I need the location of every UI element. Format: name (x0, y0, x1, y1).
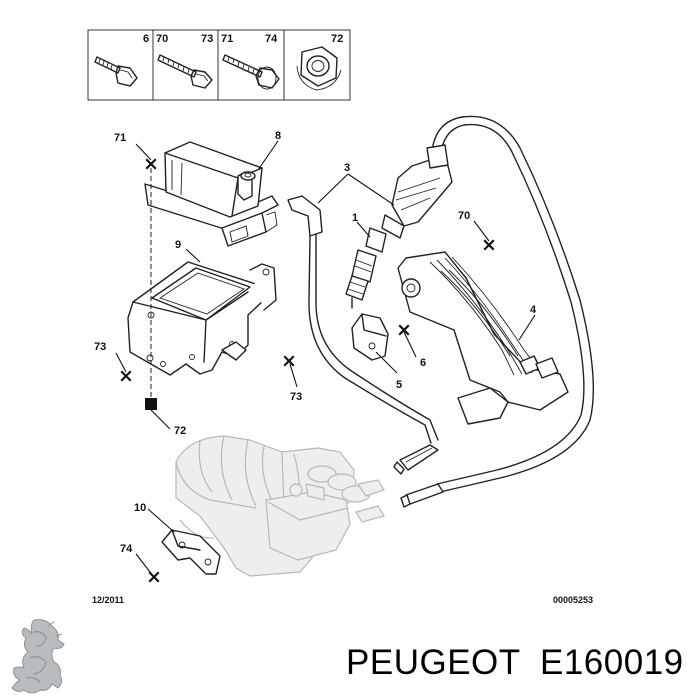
callout-72: 72 (174, 425, 186, 437)
callout-4: 4 (530, 304, 537, 316)
legend-ref-73: 73 (201, 33, 213, 45)
callout-3: 3 (344, 162, 350, 174)
bracket-10 (161, 529, 221, 575)
lead-support-4 (397, 251, 569, 425)
legend-ref-72: 72 (331, 33, 343, 45)
callout-5: 5 (396, 379, 402, 391)
peugeot-lion-logo-icon (11, 619, 65, 694)
legend-ref-71: 71 (221, 33, 233, 45)
plug-lead-harness (381, 115, 595, 508)
legend-ref-6: 6 (143, 33, 149, 45)
callout-1: 1 (352, 212, 358, 224)
ht-coil-lead-3 (287, 195, 439, 475)
callout-8: 8 (275, 130, 281, 142)
callout-71: 71 (114, 132, 126, 144)
callout-labels: 71 8 3 1 70 9 4 73 6 5 73 72 10 74 (94, 130, 537, 555)
engine-ghost (175, 435, 385, 577)
ignition-coil-8 (144, 141, 279, 247)
spark-plug-1 (345, 227, 387, 309)
fastener-legend: 6 70 73 71 74 72 (87, 29, 351, 101)
nut-72-icon (296, 46, 342, 91)
legend-ref-74: 74 (265, 33, 278, 45)
brand-name: PEUGEOT (346, 643, 521, 682)
callout-70: 70 (458, 210, 470, 222)
coil-bracket-9 (127, 261, 277, 376)
leader-lines (115, 140, 536, 578)
callout-73-right: 73 (290, 391, 302, 403)
callout-9: 9 (175, 239, 181, 251)
callout-73-left: 73 (94, 341, 106, 353)
diagram-date: 12/2011 (92, 595, 124, 605)
callout-10: 10 (134, 502, 146, 514)
screw-6-icon (94, 56, 138, 87)
clip-bracket-5 (351, 313, 389, 361)
screw-73-icon (157, 54, 213, 89)
nut-72-marker (145, 398, 157, 410)
legend-ref-70: 70 (156, 33, 168, 45)
callout-74: 74 (120, 543, 133, 555)
diagram-reference-code: 00005253 (553, 595, 593, 605)
callout-6: 6 (420, 357, 426, 369)
part-number: E160019 (540, 643, 684, 682)
screw-74-icon (222, 54, 280, 90)
